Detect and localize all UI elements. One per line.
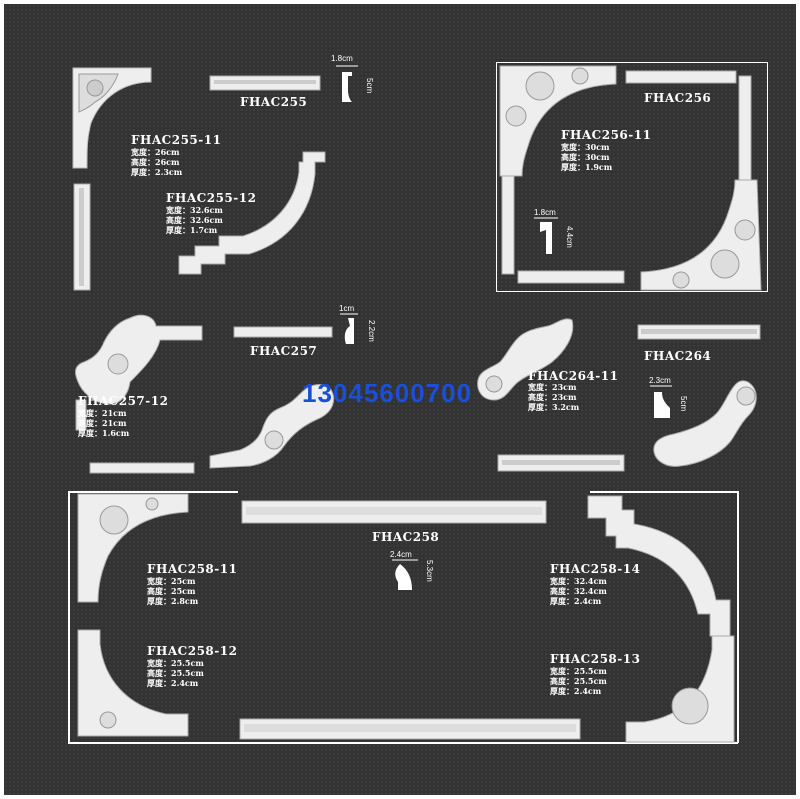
fhac256-frame xyxy=(496,62,768,292)
fhac255-11-code: FHAC255-11 xyxy=(131,133,222,147)
fhac258-11-corner-icon xyxy=(77,493,189,603)
fhac255-12-corner-icon xyxy=(178,151,326,275)
fhac264-straight-molding-icon xyxy=(637,324,761,340)
fhac264-code: FHAC264 xyxy=(644,349,712,363)
fhac264-bottom-molding-icon xyxy=(497,454,625,472)
fhac257-code: FHAC257 xyxy=(250,344,318,358)
fhac256-11-corner-bottom-icon xyxy=(640,179,762,291)
fhac255-12-spec: 宽度：32.6cm 高度：32.6cm 厚度：1.7cm xyxy=(166,205,223,235)
fhac264-11-corner-bottom-icon xyxy=(653,380,757,467)
fhac256-code: FHAC256 xyxy=(644,91,712,105)
fhac258-13-corner-icon xyxy=(625,635,735,743)
fhac258-14-spec: 宽度：32.4cm 高度：32.4cm 厚度：2.4cm xyxy=(550,576,607,606)
fhac255-11-spec: 宽度：26cm 高度：26cm 厚度：2.3cm xyxy=(131,147,183,177)
fhac256-profile-icon xyxy=(534,217,558,254)
fhac258-straight-molding-icon xyxy=(241,500,547,524)
fhac258-bottom-molding-icon xyxy=(239,718,581,740)
phone-watermark: 13045600700 xyxy=(302,378,473,408)
fhac255-dim-w: 1.8cm xyxy=(331,54,353,63)
fhac258-dim-w: 2.4cm xyxy=(390,550,412,559)
fhac257-12-code: FHAC257-12 xyxy=(78,394,169,408)
catalog-board: FHAC255 1.8cm 5cm FHAC255-11 宽度：26cm 高度：… xyxy=(4,4,796,795)
fhac257-straight-molding-icon xyxy=(233,326,333,338)
fhac257-bottom-molding-icon xyxy=(89,462,195,474)
fhac257-dim-h: 2.2cm xyxy=(367,320,376,342)
fhac258-frame-right xyxy=(737,491,739,743)
fhac258-13-spec: 宽度：25.5cm 高度：25.5cm 厚度：2.4cm xyxy=(550,666,607,696)
fhac256-11-spec: 宽度：30cm 高度：30cm 厚度：1.9cm xyxy=(561,142,613,172)
fhac256-11-corner-top-icon xyxy=(499,65,617,177)
fhac256-dim-h: 4.4cm xyxy=(565,226,574,248)
fhac258-12-spec: 宽度：25.5cm 高度：25.5cm 厚度：2.4cm xyxy=(147,658,204,688)
fhac258-frame-bottom xyxy=(68,742,738,744)
fhac258-dim-h: 5.3cm xyxy=(425,560,434,582)
fhac255-12-code: FHAC255-12 xyxy=(166,191,257,205)
fhac256-dim-w: 1.8cm xyxy=(534,208,556,217)
fhac256-vertical-molding-left-icon xyxy=(501,175,515,275)
fhac257-12-corner-top-icon xyxy=(75,314,203,431)
fhac256-vertical-molding-right-icon xyxy=(738,75,752,185)
fhac256-11-code: FHAC256-11 xyxy=(561,128,652,142)
fhac258-14-code: FHAC258-14 xyxy=(550,562,641,576)
fhac257-dim-w: 1cm xyxy=(339,304,355,313)
fhac255-profile-icon xyxy=(336,65,358,102)
fhac258-12-code: FHAC258-12 xyxy=(147,644,238,658)
fhac257-profile-icon xyxy=(340,313,358,344)
fhac258-frame-left-top xyxy=(68,491,238,493)
fhac257-12-spec: 宽度：21cm 高度：21cm 厚度：1.6cm xyxy=(78,408,130,438)
fhac255-11-corner-icon xyxy=(72,67,152,169)
fhac258-code: FHAC258 xyxy=(372,530,440,544)
fhac258-frame-right-top xyxy=(590,491,738,493)
fhac255-code: FHAC255 xyxy=(240,95,308,109)
fhac264-11-code: FHAC264-11 xyxy=(528,369,619,383)
fhac258-13-code: FHAC258-13 xyxy=(550,652,641,666)
fhac255-dim-h: 5cm xyxy=(365,78,374,94)
fhac258-14-corner-icon xyxy=(587,495,731,637)
fhac264-11-corner-top-icon xyxy=(477,318,574,401)
fhac258-profile-icon xyxy=(392,559,418,590)
fhac258-frame-left xyxy=(68,491,70,743)
fhac258-11-spec: 宽度：25cm 高度：25cm 厚度：2.8cm xyxy=(147,576,199,606)
fhac255-vertical-molding-icon xyxy=(73,183,91,291)
fhac256-horizontal-molding-icon xyxy=(625,70,737,84)
fhac264-11-spec: 宽度：23cm 高度：23cm 厚度：3.2cm xyxy=(528,382,580,412)
fhac264-profile-icon xyxy=(650,385,672,418)
fhac255-straight-molding-icon xyxy=(209,75,321,91)
fhac257-12-corner-bottom-icon xyxy=(209,384,335,469)
fhac256-bottom-molding-icon xyxy=(517,270,625,284)
fhac264-dim-w: 2.3cm xyxy=(649,376,671,385)
fhac258-12-corner-icon xyxy=(77,629,189,737)
fhac258-11-code: FHAC258-11 xyxy=(147,562,238,576)
